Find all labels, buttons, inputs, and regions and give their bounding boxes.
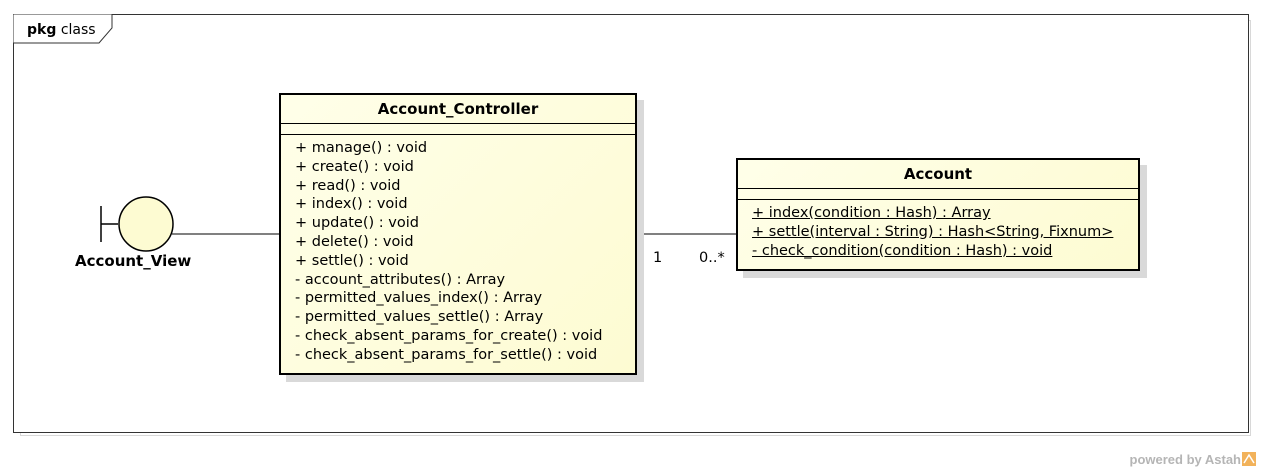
- target-multiplicity: 0..*: [699, 250, 725, 266]
- attributes-compartment: [738, 189, 1138, 200]
- class-name: Account: [738, 160, 1138, 189]
- operation[interactable]: - permitted_values_settle() : Array: [295, 309, 544, 326]
- operation[interactable]: + create() : void: [295, 158, 414, 175]
- frame-name: class: [60, 22, 96, 38]
- operation[interactable]: - check_condition(condition : Hash) : vo…: [752, 242, 1053, 259]
- source-multiplicity: 1: [653, 250, 663, 266]
- operation[interactable]: + index(condition : Hash) : Array: [752, 205, 991, 221]
- operation[interactable]: + index() : void: [295, 196, 408, 213]
- boundary-icon[interactable]: [100, 196, 174, 252]
- frame-tab-shape: [13, 14, 113, 44]
- class-name: Account_Controller: [281, 95, 635, 124]
- class-account[interactable]: Account + index(condition : Hash) : Arra…: [736, 158, 1140, 271]
- frame-name-tab: pkg class: [13, 14, 113, 44]
- operations-compartment: + index(condition : Hash) : Array + settl…: [738, 200, 1138, 260]
- operation[interactable]: + settle() : void: [295, 252, 409, 269]
- astah-logo-icon: [1242, 452, 1256, 466]
- powered-by-text: powered by Astah: [1129, 452, 1241, 467]
- operations-compartment: + manage() : void + create() : void + read…: [281, 135, 635, 365]
- attributes-compartment: [281, 124, 635, 135]
- operation[interactable]: + update() : void: [295, 215, 419, 232]
- operation[interactable]: + read() : void: [295, 177, 401, 194]
- operation[interactable]: - permitted_values_index() : Array: [295, 290, 543, 307]
- frame-label: pkg class: [27, 22, 96, 38]
- operation[interactable]: - check_absent_params_for_settle() : voi…: [295, 346, 598, 363]
- class-account-controller[interactable]: Account_Controller + manage() : void + cr…: [279, 93, 637, 375]
- frame-keyword: pkg: [27, 22, 57, 38]
- operation[interactable]: - account_attributes() : Array: [295, 271, 506, 288]
- boundary-name: Account_View: [75, 252, 192, 270]
- operation[interactable]: + settle(interval : String) : Hash<Strin…: [752, 223, 1114, 240]
- operation[interactable]: + delete() : void: [295, 233, 414, 250]
- operation[interactable]: + manage() : void: [295, 140, 428, 156]
- operation[interactable]: - check_absent_params_for_create() : voi…: [295, 327, 603, 344]
